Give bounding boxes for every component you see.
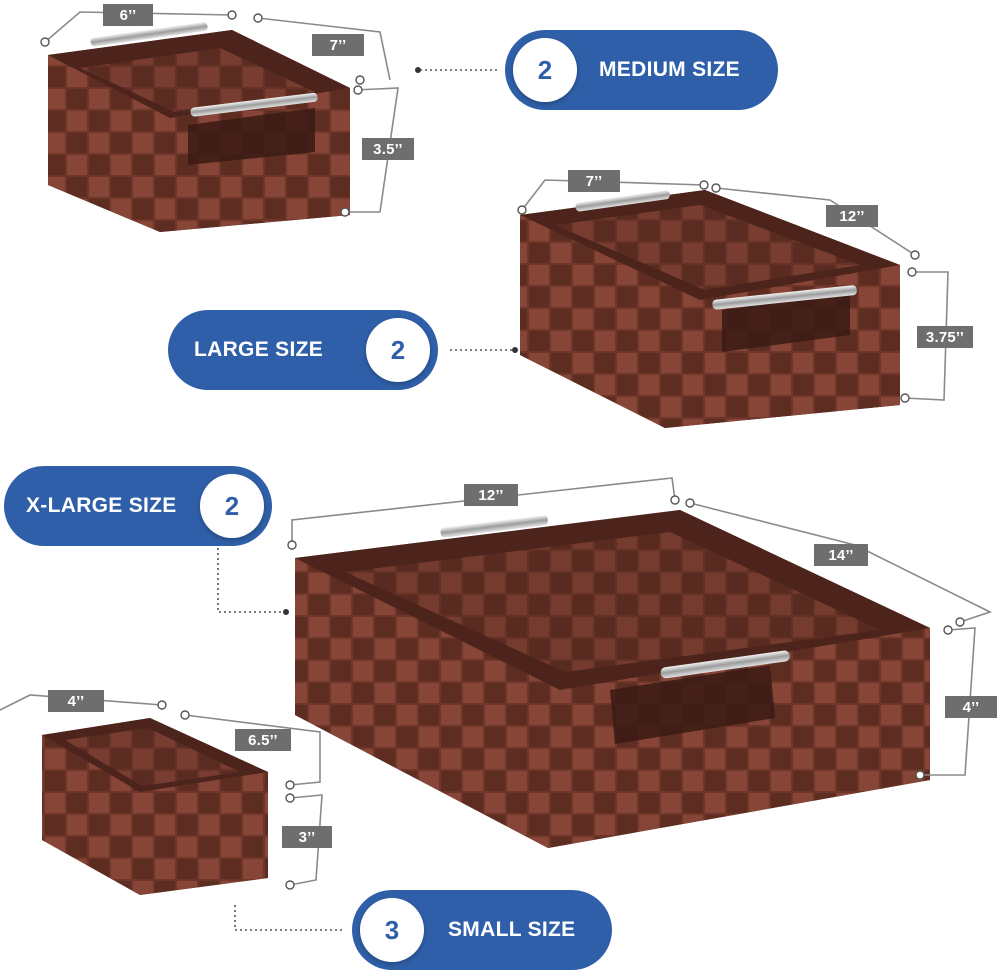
- badge-large-size: LARGE SIZE 2: [168, 310, 438, 390]
- badge-count-disc: 3: [360, 898, 424, 962]
- badge-label: LARGE SIZE: [194, 338, 324, 361]
- dimension-tag-xlarge-width: 12’’: [464, 484, 518, 506]
- badge-count: 2: [537, 54, 553, 85]
- badge-xlarge-size: X-LARGE SIZE 2: [4, 466, 272, 546]
- leader-line-small: [234, 905, 345, 931]
- badge-count-disc: 2: [513, 38, 577, 102]
- badge-count-disc: 2: [366, 318, 430, 382]
- dimension-tag-large-width: 7’’: [568, 170, 620, 192]
- basket-medium: [48, 22, 350, 232]
- leader-line-xlarge: [217, 548, 289, 615]
- dimension-tag-medium-width: 6’’: [103, 4, 153, 26]
- dimension-tag-medium-height: 3.5’’: [362, 138, 414, 160]
- dimension-tag-small-depth: 6.5’’: [235, 729, 291, 751]
- badge-count-disc: 2: [200, 474, 264, 538]
- dimension-tag-medium-depth: 7’’: [312, 34, 364, 56]
- basket-large: [520, 190, 900, 428]
- basket-small: [42, 718, 268, 895]
- badge-count: 3: [384, 914, 400, 945]
- leader-line-large: [450, 347, 518, 353]
- dimension-tag-large-depth: 12’’: [826, 205, 878, 227]
- dimension-tag-xlarge-depth: 14’’: [814, 544, 868, 566]
- dimension-tag-small-width: 4’’: [48, 690, 104, 712]
- badge-count: 2: [224, 490, 240, 521]
- dimension-tag-small-height: 3’’: [282, 826, 332, 848]
- badge-medium-size: 2 MEDIUM SIZE: [505, 30, 778, 110]
- dimension-dots-small: [157, 700, 295, 890]
- dimension-dots-medium: [40, 10, 365, 217]
- leader-line-medium: [415, 67, 500, 73]
- basket-xlarge: [295, 510, 930, 848]
- dimension-dots-xlarge: [287, 495, 965, 780]
- dimension-tag-xlarge-height: 4’’: [945, 696, 997, 718]
- badge-label: X-LARGE SIZE: [26, 494, 177, 517]
- badge-label: MEDIUM SIZE: [599, 58, 740, 81]
- badge-count: 2: [390, 334, 406, 365]
- badge-label: SMALL SIZE: [448, 918, 576, 941]
- dimension-dots-large: [517, 180, 920, 403]
- badge-small-size: 3 SMALL SIZE: [352, 890, 612, 970]
- dimension-tag-large-height: 3.75’’: [917, 326, 973, 348]
